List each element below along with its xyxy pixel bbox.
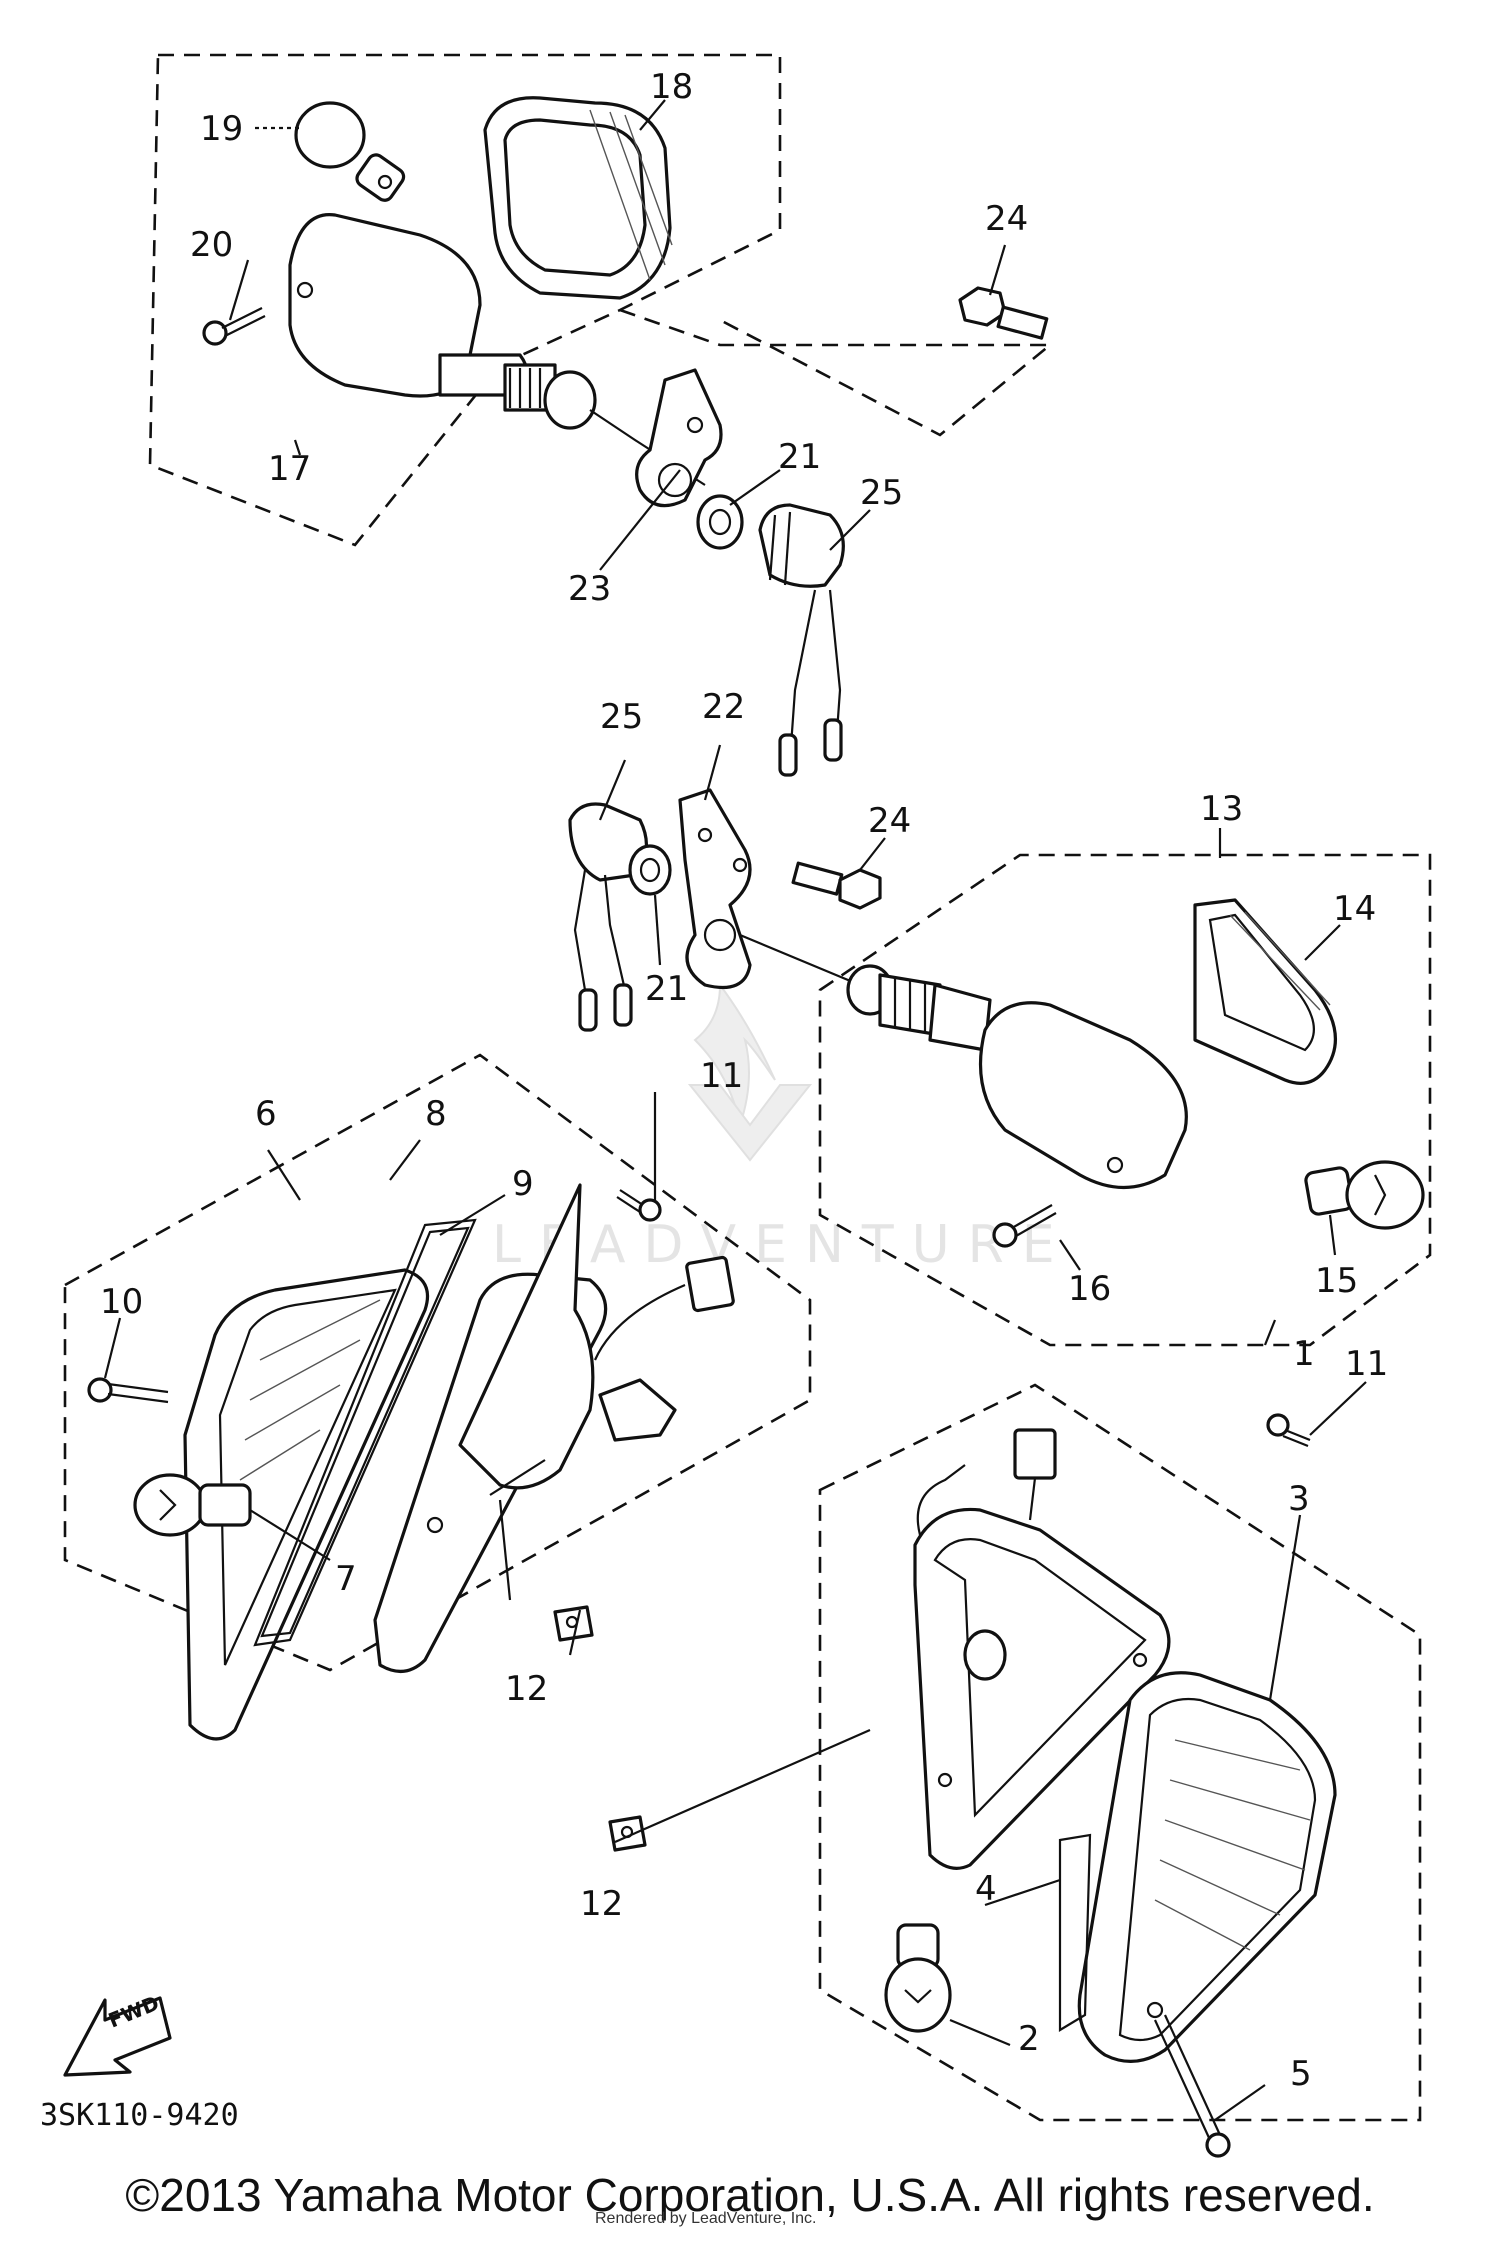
clip-12-left [553, 1605, 594, 1642]
callout-20: 20 [190, 225, 233, 265]
bulb-15 [1304, 1160, 1425, 1230]
copyright-notice: ©2013 Yamaha Motor Corporation, U.S.A. A… [125, 2169, 1375, 2221]
callout-12-right: 12 [580, 1884, 623, 1924]
screw-5 [1154, 2014, 1231, 2158]
turn-signal-housing-13 [739, 933, 1188, 1190]
callout-8: 8 [425, 1094, 447, 1134]
assembly-1-boundary [818, 1383, 1422, 2122]
nut-21-top [696, 494, 744, 550]
callout-11-left: 11 [700, 1056, 743, 1096]
assembly-6-boundary [63, 1053, 812, 1672]
callout-2: 2 [1018, 2019, 1040, 2059]
bolt-24-middle [791, 861, 882, 910]
clip-12-right [608, 1815, 647, 1852]
leader-lines [103, 99, 1367, 2121]
callout-14: 14 [1333, 889, 1376, 929]
screw-11-left [616, 1189, 662, 1222]
callout-6: 6 [255, 1094, 277, 1134]
screw-11-right [1266, 1413, 1311, 1448]
bulb-7 [133, 1473, 252, 1537]
callout-22: 22 [702, 687, 745, 727]
assembly-13-boundary [818, 853, 1432, 1347]
bulb-2 [884, 1923, 952, 2033]
screw-20 [202, 307, 266, 346]
gasket-4 [1058, 1833, 1092, 2032]
callout-7: 7 [335, 1559, 357, 1599]
watermark-text: LEADVENTURE [492, 1215, 1073, 1275]
callout-18: 18 [650, 67, 693, 107]
callout-24-middle: 24 [868, 801, 911, 841]
bracket-23 [635, 368, 723, 508]
nut-21-middle [628, 844, 672, 896]
bolt-24-top [958, 286, 1049, 340]
callout-25-top: 25 [860, 473, 903, 513]
turn-signal-housing-6 [373, 1183, 735, 1673]
callout-16: 16 [1068, 1269, 1111, 1309]
callout-1: 1 [1293, 1334, 1315, 1374]
lens-8 [183, 1268, 430, 1741]
callout-23: 23 [568, 569, 611, 609]
fwd-arrow-icon: FWD [63, 1991, 172, 2077]
bulb-19 [294, 101, 406, 202]
rendered-by-note: Rendered by LeadVenture, Inc. [595, 2210, 817, 2227]
grommet-25-top [758, 503, 845, 777]
callout-12-left: 12 [505, 1669, 548, 1709]
callout-9: 9 [512, 1164, 534, 1204]
callout-13: 13 [1200, 789, 1243, 829]
screw-10 [87, 1377, 169, 1404]
callout-19: 19 [200, 109, 243, 149]
lens-3 [1077, 1671, 1337, 2064]
callout-15: 15 [1315, 1261, 1358, 1301]
callout-4: 4 [975, 1869, 997, 1909]
screw-16 [992, 1204, 1057, 1248]
turn-signal-housing-1 [913, 1428, 1171, 1870]
diagram-code: 3SK110-9420 [40, 2098, 239, 2133]
callout-17: 17 [268, 449, 311, 489]
callout-5: 5 [1290, 2054, 1312, 2094]
callout-25-middle: 25 [600, 697, 643, 737]
callout-21-middle: 21 [645, 969, 688, 1009]
gasket-9 [253, 1218, 477, 1647]
turn-signal-housing-17 [288, 213, 706, 486]
bracket-22 [678, 788, 752, 990]
callout-11-right: 11 [1345, 1344, 1388, 1384]
lens-18 [483, 96, 673, 300]
lens-14 [1193, 898, 1337, 1085]
assembly-17-boundary [148, 53, 782, 547]
callout-labels: 1 2 3 4 5 6 7 8 9 10 11 11 12 12 13 14 1… [100, 67, 1388, 2094]
watermark-logo: LEADVENTURE [492, 982, 1073, 1275]
callout-10: 10 [100, 1282, 143, 1322]
grommet-25-middle [568, 802, 648, 1032]
callout-24-top: 24 [985, 199, 1028, 239]
callout-3: 3 [1288, 1479, 1310, 1519]
callout-21-top: 21 [778, 437, 821, 477]
bracket-23-boundary [619, 308, 1054, 437]
